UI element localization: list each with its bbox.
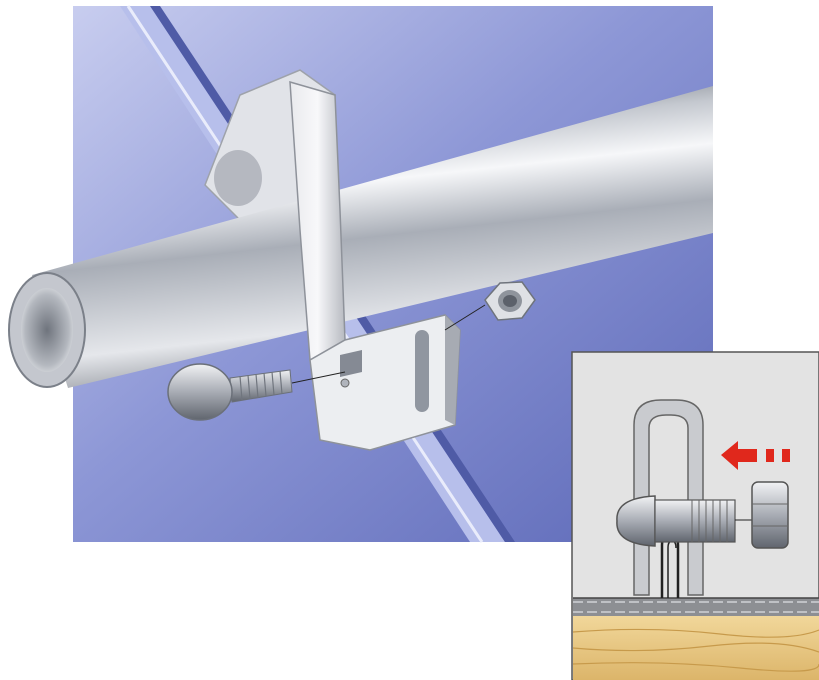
bolt-head: [167, 363, 233, 421]
tube-opening: [21, 288, 73, 372]
detail-carriage-bolt: [616, 495, 736, 547]
direction-arrow-icon: [721, 441, 790, 470]
detail-bolt-head: [616, 495, 656, 547]
guide-line-bolt: [291, 371, 346, 384]
bracket-slot: [415, 330, 429, 412]
detail-hex-nut: [751, 481, 789, 549]
guide-line-nut: [444, 304, 486, 331]
panel-surface: [573, 597, 819, 616]
wood-substrate: [572, 616, 819, 680]
hex-nut: [484, 281, 536, 321]
main-view: [8, 5, 713, 543]
detail-view: [571, 351, 819, 680]
carriage-bolt: [167, 363, 293, 421]
tube: [8, 86, 713, 388]
bracket-rivet: [340, 378, 350, 388]
clamp-bracket-front: [289, 80, 461, 451]
bracket-back-hole: [214, 150, 262, 206]
bracket-square-hole: [340, 350, 362, 377]
